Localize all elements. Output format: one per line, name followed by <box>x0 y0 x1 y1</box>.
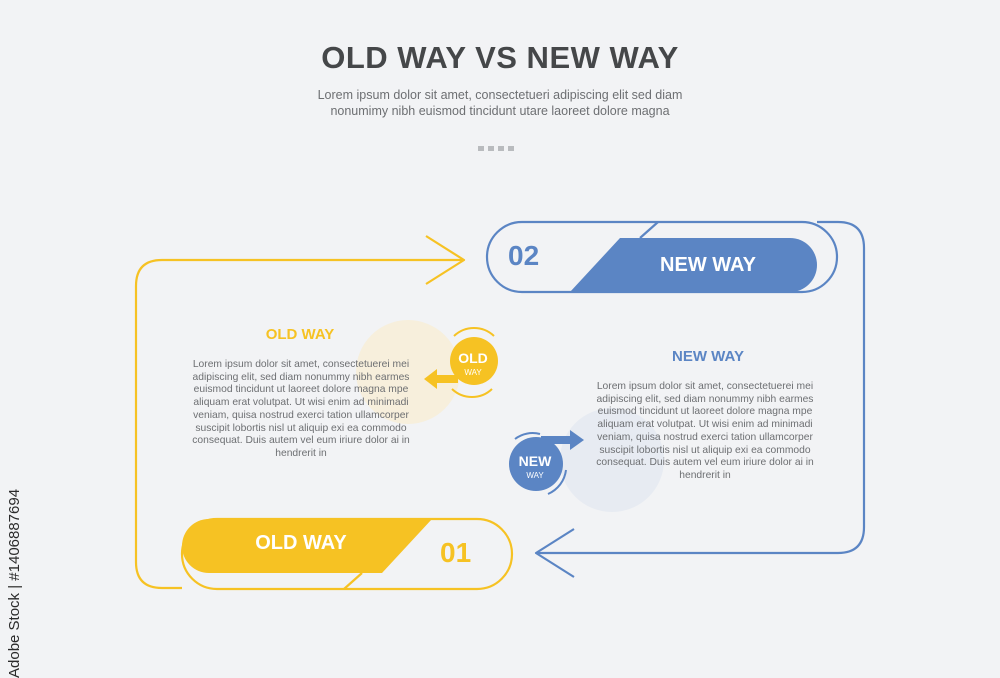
new-way-banner <box>570 238 817 292</box>
old-way-number: 01 <box>440 537 472 568</box>
old-way-arrowhead <box>425 235 466 285</box>
stock-watermark: Adobe Stock | #1406887694 <box>6 488 23 678</box>
new-way-heading: NEW WAY <box>672 348 744 365</box>
old-way-heading: OLD WAY <box>265 326 335 343</box>
old-badge-label: OLD <box>458 350 488 366</box>
old-way-flow-line <box>134 258 462 590</box>
old-way-banner <box>182 519 432 573</box>
old-way-description: Lorem ipsum dolor sit amet, consectetuer… <box>192 359 410 459</box>
new-badge-sublabel: WAY <box>526 471 544 480</box>
old-way-badge <box>424 327 498 398</box>
old-decor-circle <box>356 320 460 424</box>
new-badge-label: NEW <box>518 453 552 469</box>
new-way-description: Lorem ipsum dolor sit amet, consectetuer… <box>596 381 814 481</box>
old-way-banner-label: OLD WAY <box>255 532 347 554</box>
new-way-banner-label: NEW WAY <box>660 254 756 276</box>
new-way-flow-line <box>538 220 866 555</box>
page-subtitle: Lorem ipsum dolor sit amet, consectetuer… <box>317 88 683 118</box>
new-decor-circle <box>560 408 664 512</box>
new-way-number: 02 <box>508 240 540 271</box>
divider-dots <box>478 146 514 151</box>
new-way-arrowhead <box>534 528 575 578</box>
page-title: OLD WAY VS NEW WAY <box>321 40 679 75</box>
new-way-badge <box>509 430 584 495</box>
old-badge-sublabel: WAY <box>464 368 482 377</box>
